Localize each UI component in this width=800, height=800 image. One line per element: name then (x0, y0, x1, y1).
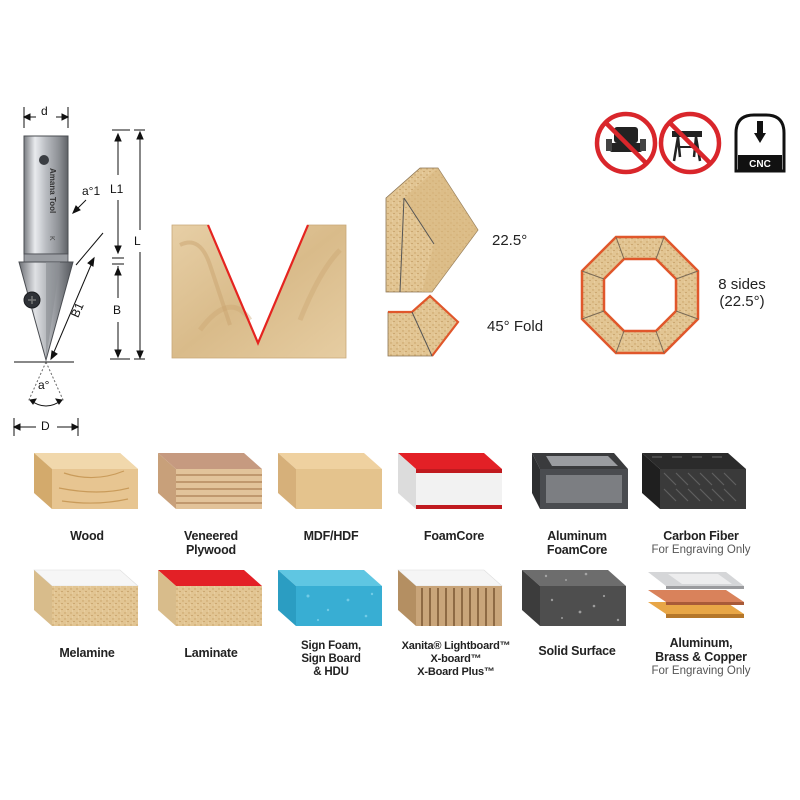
material-name: Sign Foam, Sign Board & HDU (301, 640, 361, 678)
dim-a1-label: a°1 (82, 184, 101, 198)
material-name: MDF/HDF (303, 529, 359, 543)
xanita-board-swatch (397, 569, 503, 626)
metal-sheets-swatch (648, 572, 744, 618)
dim-b-label: B (113, 303, 122, 317)
material-laminate: Laminate (151, 646, 271, 660)
material-aluminum-foamcore: Aluminum FoamCore (517, 529, 637, 557)
foamcore-swatch (398, 453, 502, 509)
material-name: Melamine (59, 646, 115, 660)
veneered-plywood-swatch (158, 453, 262, 509)
material-name: Xanita® Lightboard™ X-board™ X-Board Plu… (401, 640, 511, 678)
fold-cut-line (388, 294, 460, 357)
laminate-swatch (158, 570, 262, 626)
v-groove-profile (171, 224, 347, 359)
mdf-hdf-swatch (278, 453, 382, 509)
material-xanita: Xanita® Lightboard™ X-board™ X-Board Plu… (391, 640, 521, 679)
material-name: Solid Surface (538, 644, 616, 658)
material-name: Wood (70, 529, 104, 543)
solid-surface-swatch (522, 570, 626, 626)
octagon-ring (580, 235, 700, 355)
material-name: FoamCore (423, 529, 485, 543)
material-name: Aluminum FoamCore (546, 529, 608, 557)
material-name: Aluminum, Brass & Copper (655, 636, 747, 664)
no-router-table-icon (658, 111, 722, 175)
dim-l1-label: L1 (110, 182, 124, 196)
material-aluminum-brass-copper: Aluminum, Brass & Copper For Engraving O… (639, 636, 763, 678)
material-foamcore: FoamCore (394, 529, 514, 543)
fold-profile (387, 294, 460, 357)
dim-l-label: L (134, 234, 141, 248)
fold-label: 45° Fold (487, 318, 544, 335)
material-melamine: Melamine (27, 646, 147, 660)
carbon-fiber-swatch (642, 453, 746, 509)
v-cut-line (206, 224, 310, 346)
material-sign-foam: Sign Foam, Sign Board & HDU (271, 640, 391, 679)
material-solid-surface: Solid Surface (517, 644, 637, 658)
sign-foam-swatch (278, 570, 382, 626)
no-handheld-router-icon (594, 111, 658, 175)
aluminum-foamcore-swatch (532, 453, 628, 509)
material-name: Carbon Fiber (663, 529, 739, 543)
dim-a-label: a° (38, 378, 50, 392)
octagon-label: 8 sides (22.5°) (712, 276, 772, 310)
brand-logo-icon (39, 155, 49, 165)
v-bit-drawing: Amana Tool K (18, 135, 74, 362)
dim-big-d-label: D (41, 419, 50, 433)
material-wood: Wood (27, 529, 147, 543)
bit-shank (23, 135, 69, 255)
material-carbon-fiber: Carbon Fiber For Engraving Only (639, 529, 763, 557)
brand-text: Amana Tool (48, 168, 57, 213)
material-mdf-hdf: MDF/HDF (271, 529, 391, 543)
cnc-machine-icon: CNC (734, 113, 786, 173)
dim-d-label: d (41, 104, 48, 118)
material-note: For Engraving Only (651, 544, 751, 556)
svg-text:K: K (48, 236, 55, 241)
dimension-lines (12, 107, 145, 436)
wood-swatch (34, 453, 138, 509)
octagon-label-line1: 8 sides (718, 276, 766, 293)
octagon-label-line2: (22.5°) (719, 293, 765, 310)
melamine-swatch (33, 569, 139, 626)
material-name: Laminate (184, 646, 238, 660)
material-veneered-plywood: Veneered Plywood (151, 529, 271, 557)
material-name: Veneered Plywood (184, 529, 238, 557)
cnc-text: CNC (749, 159, 771, 170)
bevel-profile (385, 167, 479, 293)
material-note: For Engraving Only (651, 665, 751, 677)
bevel-angle-label: 22.5° (492, 232, 528, 249)
